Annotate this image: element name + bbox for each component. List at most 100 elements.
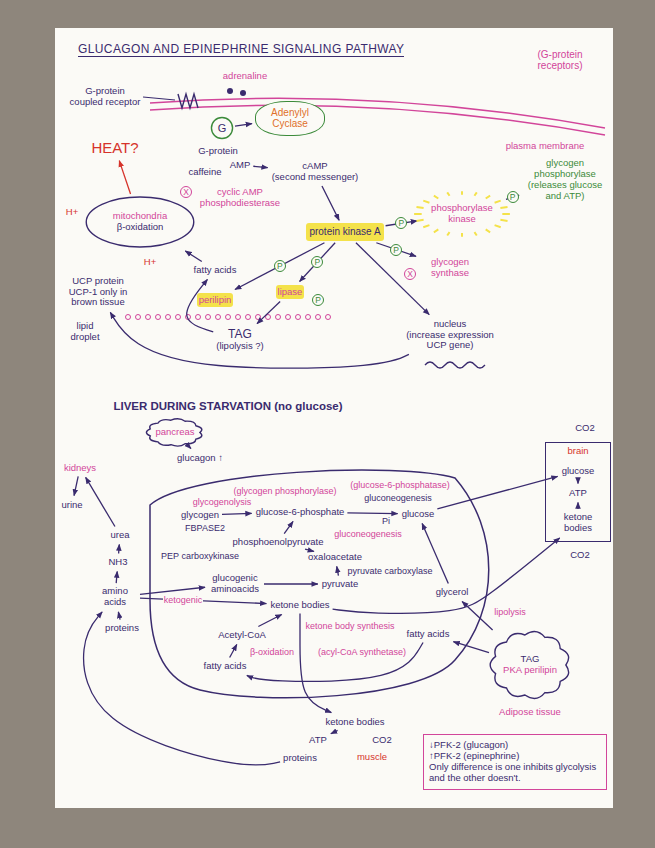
enzyme-label: glycogenolysis [192,497,253,507]
receptor-symbol [178,94,198,108]
enzyme-label: β-oxidation [249,647,295,657]
pathway-term: glucagon ↑ [176,452,224,465]
lipid-droplet-symbol [126,315,331,320]
cloud-outline [490,632,568,699]
node-text: amino acids [93,586,137,608]
pathway-arrow [264,583,318,584]
node-text: nucleus [395,319,505,330]
pathway-arrow [140,587,205,594]
enzyme-label: PEP carboxykinase [160,551,240,561]
pathway-arrow [258,614,281,626]
annotation: caffeine [187,167,222,178]
node-text: pancreas [155,427,194,438]
pathway-term: TAG(lipolysis ?) [215,327,265,354]
phosphate-mark: P [395,217,407,229]
pathway-arrow [577,479,578,483]
node-text: AMP [230,160,251,171]
node-text: urine [61,500,82,511]
annotation: adrenaline [222,71,268,82]
pathway-arrow [230,644,237,657]
pathway-term: urea [109,529,130,542]
node-subtext: (releases glucose and ATP) [523,180,607,202]
node-text: TAG [521,654,540,665]
ellipse-outline [86,197,194,247]
pathway-arrow [577,502,578,509]
pathway-term: glycerol [435,586,470,599]
node-text: glucose [562,466,595,477]
node-text: brain [567,446,588,457]
diagram-title: GLUCAGON AND EPINEPHRINE SIGNALING PATHW… [78,42,404,57]
pathway-term: glycogen [180,509,220,522]
node-text: cAMP [272,161,359,172]
node-text: HEAT? [91,139,138,156]
annotation: Pi [381,516,391,526]
annotation: Adipose tissue [498,707,562,718]
organ-cloud: TAGPKA perilipin [491,632,569,698]
node-text: ketone bodies [325,717,384,728]
leader-line [143,97,175,100]
pathway-term: fatty acids [406,628,451,641]
node-text: urea [110,530,129,541]
annotation: H+ [65,207,79,218]
phosphate-mark: P [507,191,519,203]
pathway-term: Acetyl-CoA [217,629,267,642]
node-text: ATP [569,488,587,499]
pathway-arrow [116,571,118,583]
enzyme-label: ketogenic [163,595,204,605]
pathway-term: proteins [282,752,318,765]
liver-outline [150,470,489,698]
pathway-arrow [185,251,201,262]
annotation: (glucose-6-phosphatase) [349,480,451,490]
pathway-term: amino acids [92,585,138,609]
node-text: lipase [278,287,303,298]
enzyme-blob: Adenylyl Cyclase [255,101,325,136]
pathway-arrow [119,161,130,194]
annotation: lipid droplet [63,321,107,342]
dna-symbol [425,362,485,368]
pathway-term: proteins [104,622,140,635]
protein-circle: G [211,117,233,139]
node-text: proteins [283,753,317,764]
pathway-term: fatty acids [193,264,238,277]
pathway-term: ketone bodies [549,511,607,535]
node-text: proteins [105,623,139,634]
organelle-oval: mitochondriaβ-oxidation [84,196,196,248]
pathway-arrow [235,243,324,290]
pathway-arrow [284,521,293,533]
pathway-term: ATP [308,734,328,747]
node-text: ketone bodies [270,600,329,611]
phosphate-mark: P [274,260,286,272]
pathway-arrow [118,612,120,620]
pathway-arrow [322,186,339,220]
node-subtext: (second messenger) [272,172,359,183]
annotation: muscle [356,752,388,763]
pathway-term: kidneys [63,462,97,475]
pathway-term: HEAT? [90,138,139,157]
pathway-term: NH3 [107,556,128,569]
hormone-dot [240,90,246,96]
pathway-arrow [257,301,280,323]
node-text: glycogen synthase [420,257,480,279]
annotation: H+ [143,257,157,268]
pathway-term: ATP [568,487,588,500]
node-text: protein kinase A [309,226,380,238]
pathway-term: glucose [561,465,596,478]
node-text: glucagon ↑ [177,453,223,464]
node-text: mitochondria [113,211,167,222]
node-text: glucose [402,509,435,520]
circled-mark: X [180,186,192,198]
phosphate-mark: P [311,256,323,268]
annotation: gluconeogenesis [333,529,403,539]
node-text: UCP protein UCP-1 only in brown tissue [60,276,136,309]
node-text: phosphorylase kinase [429,203,495,225]
circle-outline [211,117,232,138]
framed-box: ↓PFK-2 (glucagon)↑PFK-2 (epinephrine)Onl… [423,734,607,790]
pathway-arrow [110,312,409,368]
pathway-arrow [222,513,252,515]
node-subtext: Only difference is one inhibits glycolys… [429,762,601,784]
pathway-arrow [437,476,557,508]
pathway-arrow [337,566,339,575]
pathway-term: UCP protein UCP-1 only in brown tissue [59,275,137,310]
highlighted-term: lipase [276,285,305,300]
pathway-term: pyruvate [321,578,359,591]
